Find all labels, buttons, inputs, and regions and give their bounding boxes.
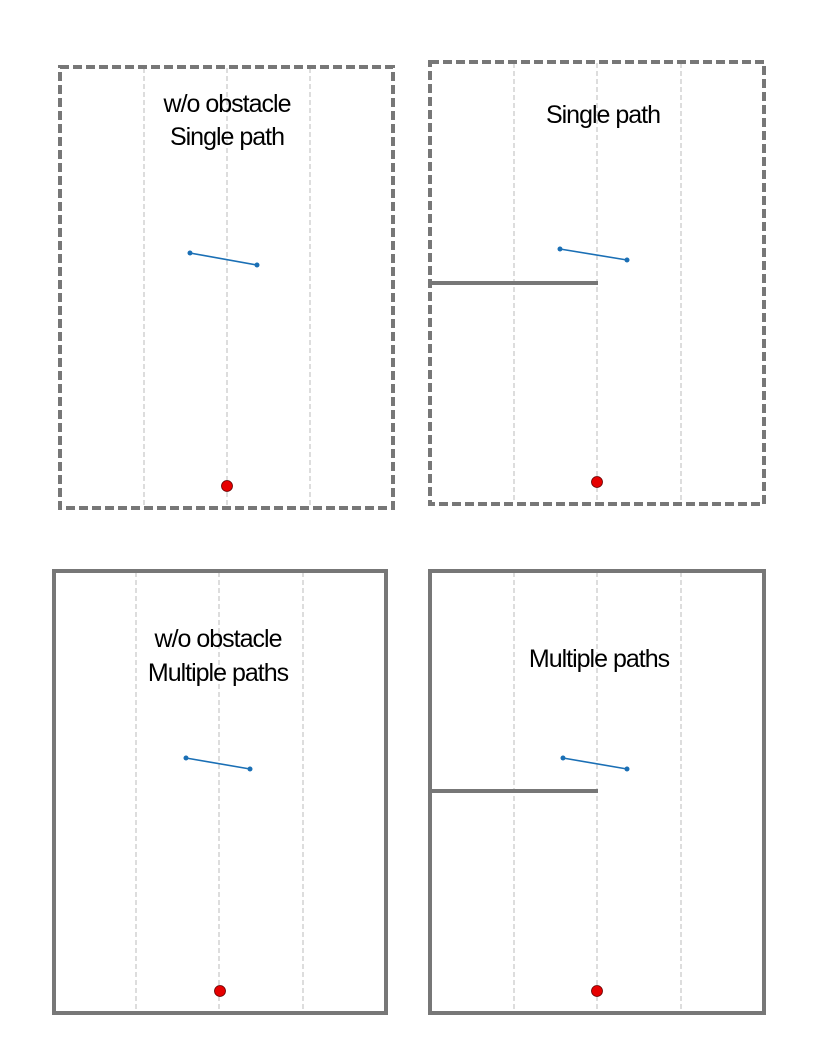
panel-title-line-1: Multiple paths [529, 645, 670, 673]
panel-bottom-left: w/o obstacle Multiple paths [52, 569, 388, 1015]
path-start-point [183, 755, 189, 761]
panel-title-line-1: Single path [546, 101, 660, 129]
target-point [591, 476, 603, 488]
panel-frame [58, 65, 395, 510]
path-end-point [254, 262, 260, 268]
path-end-point [624, 257, 630, 263]
path-start-point [187, 250, 193, 256]
path-segment [189, 252, 258, 266]
panel-title-line-2: Single path [170, 123, 284, 151]
panel-top-right: Single path [428, 60, 766, 506]
panel-top-left: w/o obstacle Single path [58, 65, 395, 510]
path-start-point [557, 246, 563, 252]
panel-bottom-right: Multiple paths [428, 569, 766, 1015]
path-end-point [247, 766, 253, 772]
target-point [214, 985, 226, 997]
target-point [221, 480, 233, 492]
panel-title-line-1: w/o obstacle [154, 625, 282, 653]
panel-frame [428, 60, 766, 506]
path-end-point [624, 766, 630, 772]
panel-frame [428, 569, 766, 1015]
path-segment [562, 757, 628, 770]
path-segment [559, 248, 628, 261]
path-segment [185, 757, 251, 770]
panel-frame [52, 569, 388, 1015]
panel-title-line-1: w/o obstacle [163, 90, 291, 118]
target-point [591, 985, 603, 997]
path-start-point [560, 755, 566, 761]
panel-title-line-2: Multiple paths [148, 659, 289, 687]
